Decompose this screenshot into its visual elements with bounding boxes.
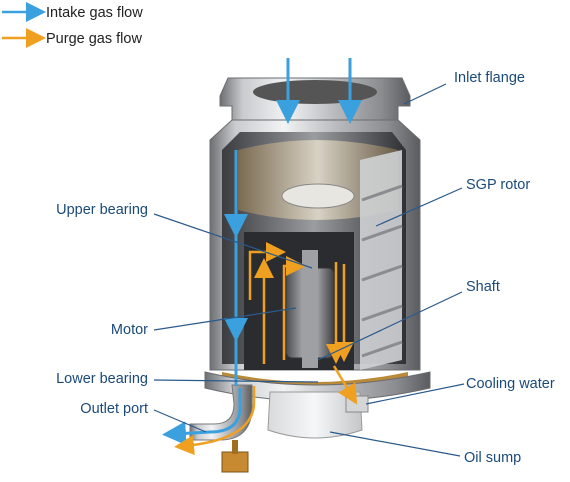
leader-shaft — [317, 291, 463, 361]
legend-intake-label: Intake gas flow — [46, 5, 143, 21]
label-lower-bearing: Lower bearing — [56, 371, 148, 387]
valve-block — [221, 451, 249, 473]
purge-flow-arrows — [174, 242, 358, 456]
intake-flow-arrows — [162, 58, 362, 446]
leader-motor — [153, 307, 297, 331]
leader-lower-bearing — [153, 379, 319, 383]
leader-sgp-rotor — [375, 187, 463, 227]
purge-loop-left-top — [248, 242, 286, 300]
label-cooling-water: Cooling water — [466, 376, 555, 392]
leader-inlet-flange — [403, 83, 447, 105]
label-motor: Motor — [111, 322, 148, 338]
label-inlet-flange: Inlet flange — [454, 70, 525, 86]
label-outlet-port: Outlet port — [80, 401, 148, 417]
leader-oil-sump — [329, 431, 461, 457]
leader-outlet-port — [153, 409, 207, 433]
legend-purge-label: Purge gas flow — [46, 31, 142, 47]
label-sgp-rotor: SGP rotor — [466, 177, 530, 193]
valve-stem — [232, 440, 238, 454]
legend: Intake gas flow Purge gas flow — [2, 2, 143, 48]
label-oil-sump: Oil sump — [464, 450, 521, 466]
rotor-hub — [281, 183, 355, 209]
rotor-bowl — [238, 140, 398, 220]
purge-to-sump — [332, 365, 358, 405]
base-plate — [204, 371, 431, 402]
pump-illustration — [189, 77, 431, 473]
label-upper-bearing: Upper bearing — [56, 202, 148, 218]
label-shaft: Shaft — [466, 279, 500, 295]
shaft-shape — [302, 250, 318, 368]
inlet-opening — [253, 80, 377, 104]
intake-arrow-outlet — [162, 388, 242, 446]
leader-upper-bearing — [153, 213, 313, 269]
leader-lines — [153, 83, 465, 457]
sgp-rotor-grooves — [360, 150, 403, 370]
leader-cooling-water — [365, 383, 465, 405]
cooling-water-fitting — [345, 395, 369, 413]
purge-outlet — [174, 386, 256, 456]
callout-labels: Inlet flange SGP rotor Upper bearing Sha… — [56, 70, 555, 466]
purge-inner-left — [282, 256, 306, 360]
